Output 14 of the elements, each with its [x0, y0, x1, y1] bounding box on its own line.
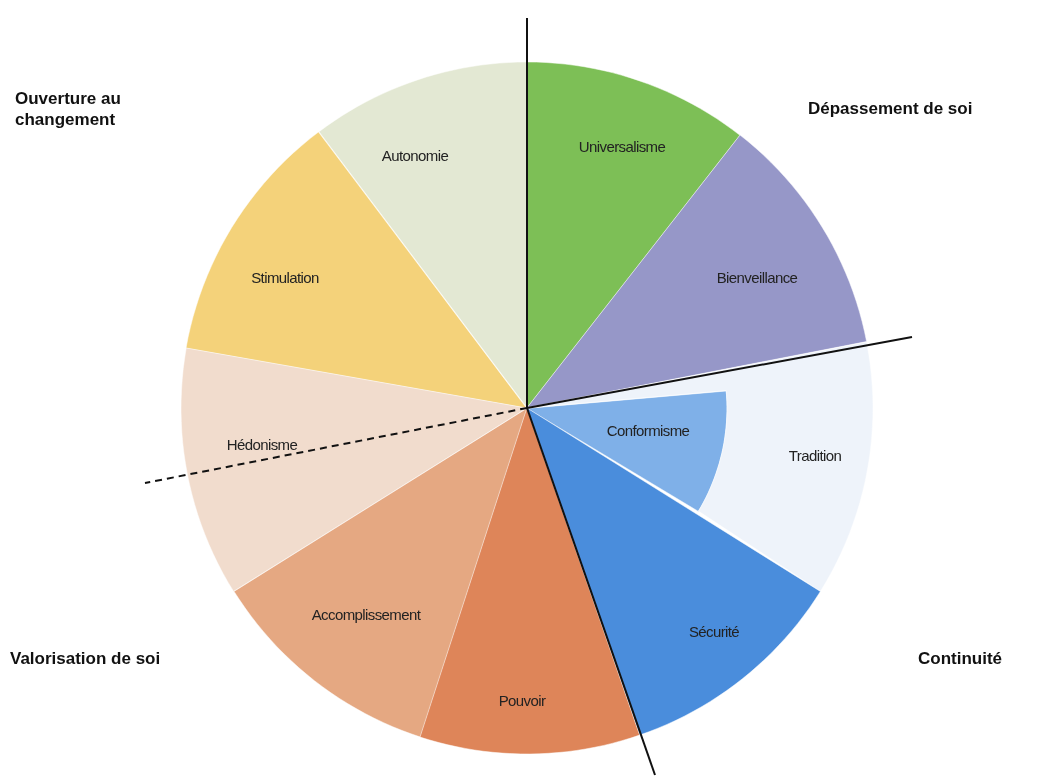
group-label: Ouverture au changement: [15, 88, 122, 130]
segment-label: Stimulation: [251, 268, 319, 286]
segment-label: Accomplissement: [311, 605, 421, 623]
group-label: Dépassement de soi: [808, 98, 973, 119]
segment-label: Conformisme: [606, 421, 690, 439]
segment-label: Universalisme: [578, 137, 666, 155]
group-label: Continuité: [918, 648, 1003, 669]
group-label: Valorisation de soi: [10, 648, 161, 669]
segment-label: Autonomie: [381, 146, 449, 164]
segment-label: Pouvoir: [498, 691, 546, 709]
segment-label: Tradition: [788, 446, 842, 464]
segment-label: Sécurité: [688, 622, 740, 640]
segment-label: Hédonisme: [226, 435, 298, 453]
segment-label: Bienveillance: [716, 268, 798, 286]
